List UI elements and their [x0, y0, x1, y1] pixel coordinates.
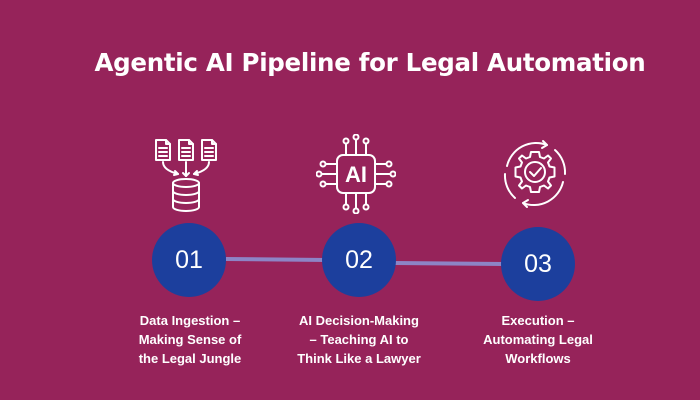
step-2-label-line: AI Decision-Making — [299, 313, 419, 328]
connector-line-1-2 — [225, 257, 328, 263]
step-2-label: AI Decision-Making – Teaching AI to Thin… — [264, 311, 454, 368]
ai-chip-text: AI — [345, 162, 367, 187]
documents-to-database-icon — [148, 134, 224, 214]
step-3-circle: 03 — [501, 227, 575, 301]
step-1-label-line: Data Ingestion – — [139, 313, 241, 328]
step-1-label: Data Ingestion – Making Sense of the Leg… — [95, 311, 285, 368]
step-3-label-line: Workflows — [505, 351, 571, 366]
step-2-label-line: – Teaching AI to — [309, 332, 409, 347]
step-1-circle: 01 — [152, 223, 226, 297]
step-3-label: Execution – Automating Legal Workflows — [443, 311, 633, 368]
step-1-label-line: the Legal Jungle — [138, 351, 242, 366]
step-1-label-line: Making Sense of — [138, 332, 242, 347]
ai-chip-icon: AI — [316, 134, 396, 214]
step-2-label-line: Think Like a Lawyer — [297, 351, 421, 366]
step-3-label-line: Automating Legal — [483, 332, 593, 347]
step-2-circle: 02 — [322, 223, 396, 297]
connector-line-2-3 — [394, 261, 504, 266]
step-3-label-line: Execution – — [501, 313, 575, 328]
page-title: Agentic AI Pipeline for Legal Automation — [94, 48, 646, 77]
gear-cycle-check-icon — [497, 136, 573, 212]
